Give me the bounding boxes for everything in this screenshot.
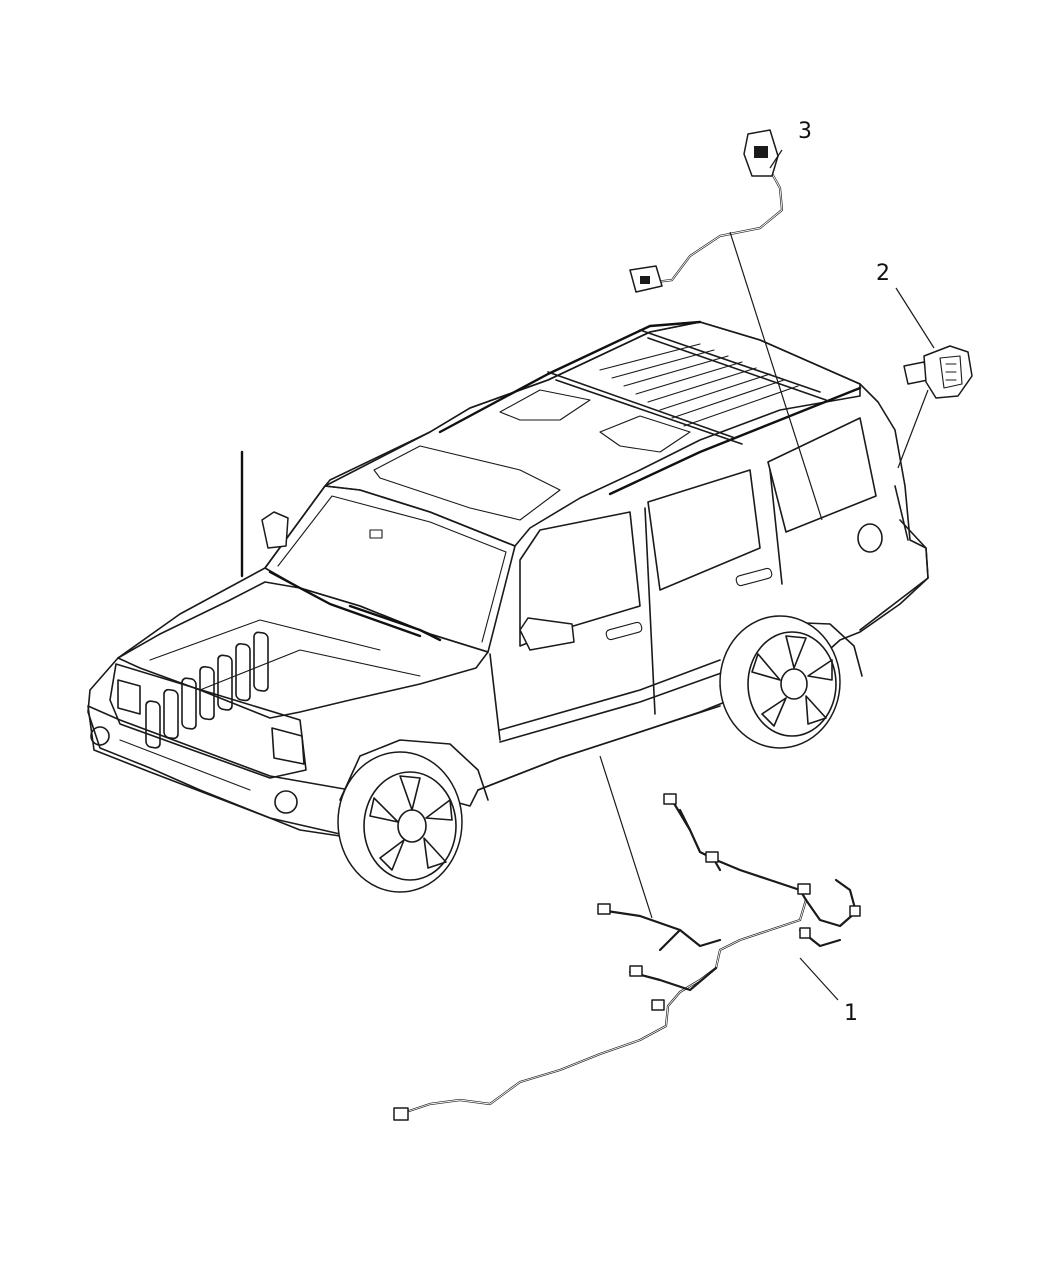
a-pillar-line [489,653,501,741]
sunroof-rear [599,415,691,453]
fog-lamp-right [274,790,298,814]
door-molding [499,659,721,731]
callout-1: 1 [844,1001,858,1026]
door-molding-2 [499,671,725,743]
front-door-window [519,511,641,647]
harness-connector-c [663,793,677,805]
front-wheel [337,751,463,893]
side-mirror [519,617,575,651]
wiper-right [348,604,442,642]
leader-2 [897,389,929,469]
grille [145,631,269,749]
bumper-lower-line [119,739,251,791]
harness-connector-h [651,999,665,1011]
body-harness-part-1 [393,793,861,1121]
roof-rail-left [438,320,702,434]
leader-3 [729,231,823,521]
harness-connector-b [629,965,643,977]
hood [117,581,489,719]
crossbar-front-2 [555,379,743,445]
roof-slats [599,343,799,427]
front-door-handle [605,621,643,641]
harness-connector-a [597,903,611,915]
vehicle-illustration [87,320,929,893]
fuel-door [857,523,883,553]
roof-rail-right [608,386,862,496]
sunroof-mid [499,389,591,421]
b-pillar-line [644,507,656,715]
rear-door-handle [735,567,773,587]
harness-connector-e [797,883,811,895]
connector-bottom-pins [640,276,650,284]
leader-3-tag [769,149,783,169]
jumper-harness-part-3 [629,129,784,293]
leader-2-tag [895,287,935,349]
rear-door-window [647,469,761,591]
body-outline [87,321,929,837]
harness-connector-f [849,905,861,917]
hood-crease-2 [199,649,421,691]
front-wheel-arch [339,739,489,801]
hood-crease [149,619,381,661]
front-fascia [109,663,307,779]
sunroof-front [373,445,561,521]
fog-lamp-left [90,726,110,746]
wiper-left [268,570,422,638]
leader-1-tag [799,957,839,1001]
callout-2: 2 [876,261,890,286]
crossbar-front [547,371,736,439]
rear-bumper [859,519,929,631]
windshield-inner [277,495,507,643]
c-pillar-line [769,469,783,585]
mirror-mount [369,529,383,539]
rear-wheel [719,615,841,749]
crossbar-rear [639,329,821,393]
harness-connector-end [393,1107,409,1121]
quarter-window [767,417,877,533]
rocker-panel [477,705,721,791]
connector-part-2 [903,345,973,399]
left-mirror [261,511,289,549]
front-bumper [87,705,357,835]
harness-connector-g [799,927,811,939]
callout-3: 3 [798,119,812,144]
leader-1 [599,755,653,919]
headlamp-right [271,727,305,765]
roof [324,321,861,547]
leader-lines [599,149,935,1001]
harness-connector-d [705,851,719,863]
headlamp-left [117,679,141,715]
tail-lamp [894,485,909,541]
connector-top-pins [754,146,768,158]
crossbar-rear-2 [647,337,827,401]
